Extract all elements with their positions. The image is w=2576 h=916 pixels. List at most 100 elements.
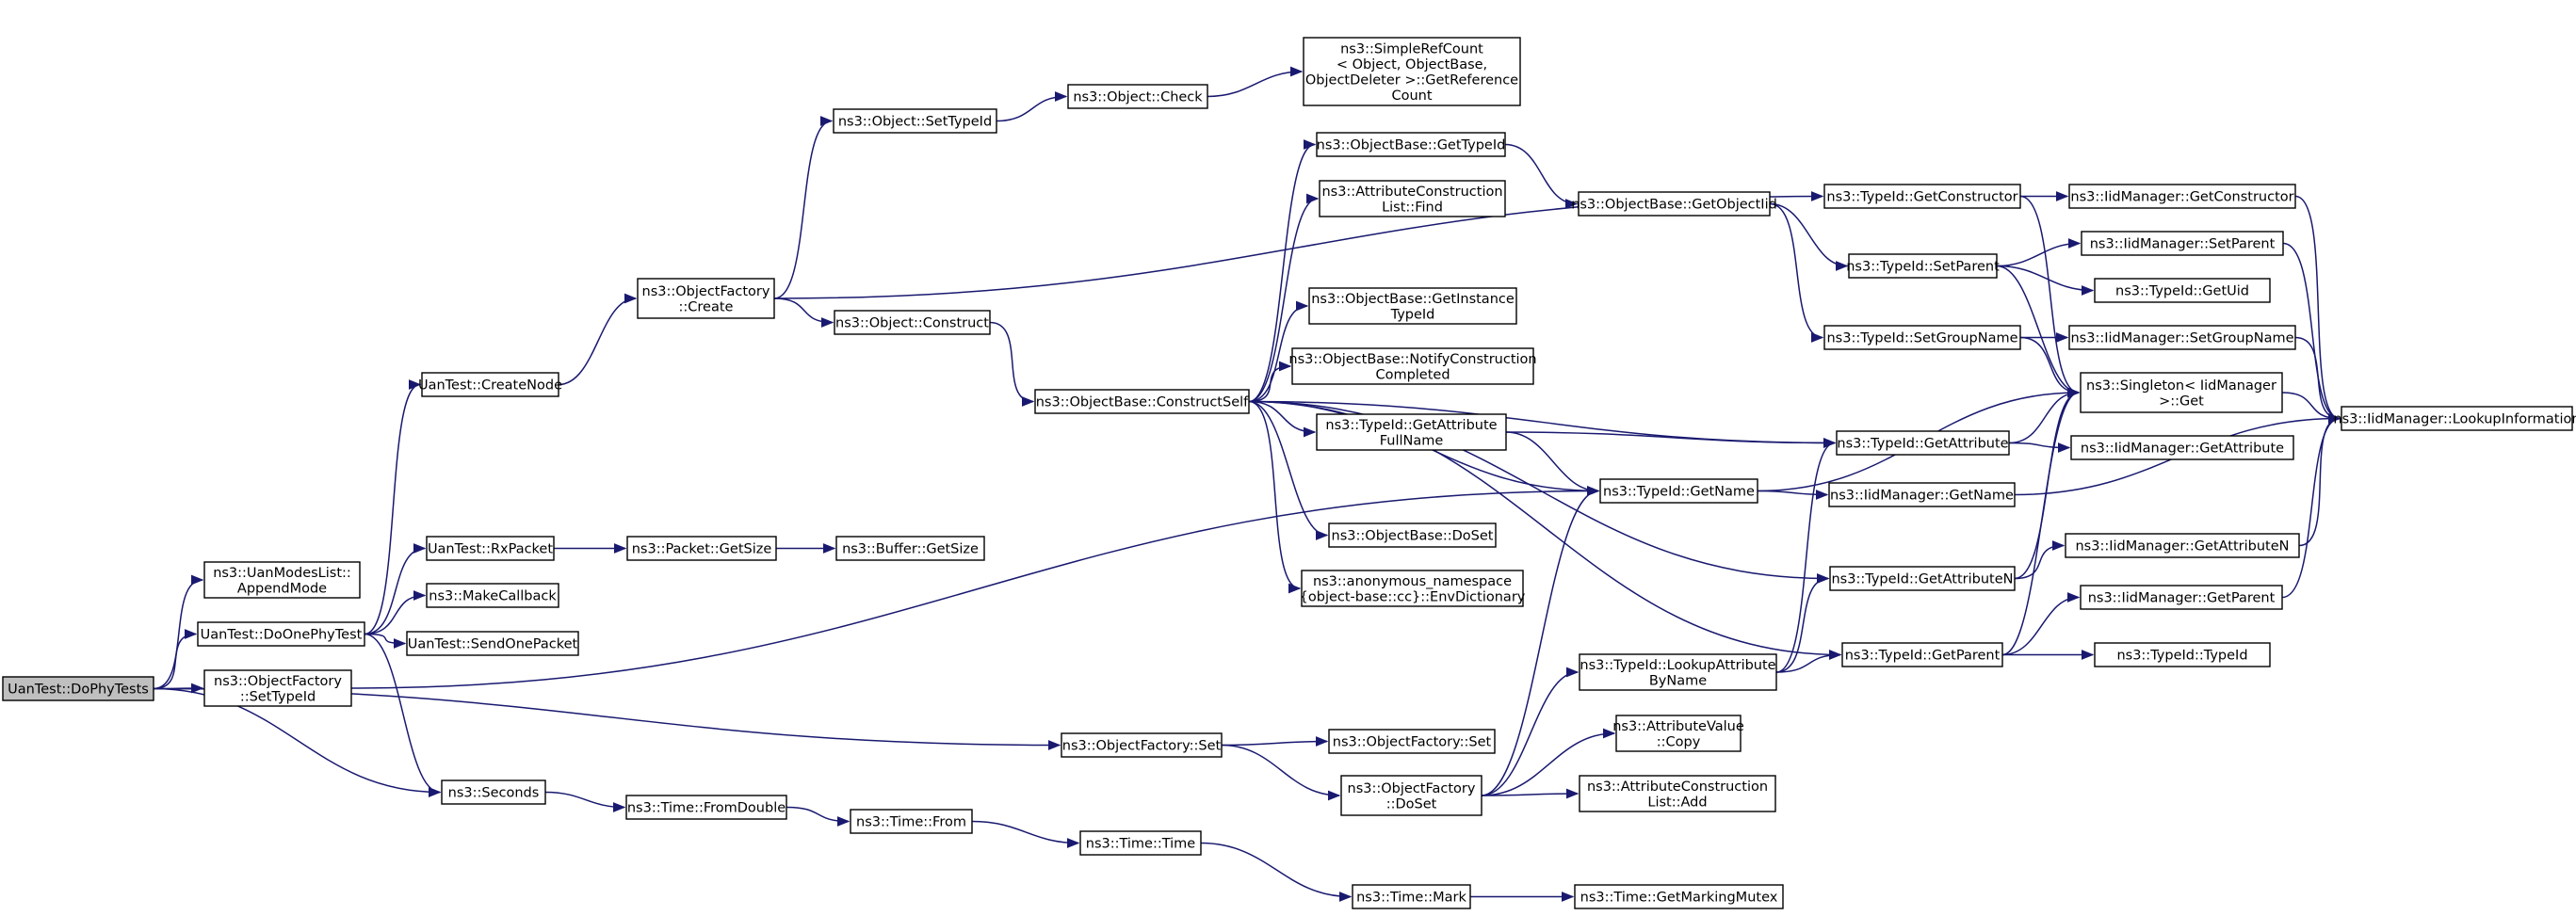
node-getattribute[interactable]: ns3::TypeId::GetAttribute [1836,430,2010,456]
node-label: ns3::TypeId::TypeId [2116,649,2247,664]
node-label: ns3::Singleton< IidManager [2086,378,2276,394]
node-label: ns3::TypeId::GetUid [2115,284,2249,299]
node-obdoset[interactable]: ns3::ObjectBase::DoSet [1328,522,1497,548]
edge-constructself-to-envdict [1248,400,1302,594]
node-ofcreate[interactable]: ns3::ObjectFactory::Create [637,278,775,319]
node-buffergetsize[interactable]: ns3::Buffer::GetSize [835,536,985,561]
node-singletonget[interactable]: ns3::Singleton< IidManager>::Get [2080,372,2283,413]
node-iidgetattributen[interactable]: ns3::IidManager::GetAttributeN [2065,533,2300,558]
node-box [2068,325,2296,350]
node-label: ns3::Object::SetTypeId [838,115,992,130]
node-getparent[interactable]: ns3::TypeId::GetParent [1841,642,2003,667]
node-constructself[interactable]: ns3::ObjectBase::ConstructSelf [1034,389,1250,414]
edge-constructself-to-obdoset [1248,400,1329,540]
edge-getconstructor-to-singletonget [2019,195,2081,398]
node-timetime[interactable]: ns3::Time::Time [1079,830,1202,856]
node-label: ns3::Packet::GetSize [632,542,772,557]
node-setparent[interactable]: ns3::TypeId::SetParent [1846,253,2000,279]
node-box [1615,715,1742,752]
node-markingmutex[interactable]: ns3::Time::GetMarkingMutex [1574,884,1784,909]
node-label: ns3::IidManager::GetAttribute [2081,442,2284,457]
node-box [1352,884,1471,909]
node-getconstructor[interactable]: ns3::TypeId::GetConstructor [1823,184,2021,209]
node-box [625,795,787,820]
edge-ofset-to-ofdoset [1221,744,1341,801]
node-objcheck[interactable]: ns3::Object::Check [1067,84,1208,109]
node-ofset2[interactable]: ns3::ObjectFactory::Set [1328,729,1496,754]
node-objsettypeid[interactable]: ns3::Object::SetTypeId [833,108,997,134]
node-createnode[interactable]: UanTest::CreateNode [418,372,562,397]
node-objconstruct[interactable]: ns3::Object::Construct [834,310,991,335]
node-label: ns3::ObjectBase::GetInstance [1311,292,1515,307]
edge-dophy-to-appendmode [153,574,204,690]
node-box [2,676,154,701]
node-box [421,372,559,397]
node-iidgetparent[interactable]: ns3::IidManager::GetParent [2080,585,2283,610]
node-label: ns3::Seconds [448,786,540,801]
node-appendmode[interactable]: ns3::UanModesList::AppendMode [203,561,361,599]
node-label: ns3::Time::GetMarkingMutex [1580,891,1778,906]
node-label: ns3::ObjectBase::NotifyConstruction [1288,352,1536,367]
node-box [626,536,777,561]
node-avcopy[interactable]: ns3::AttributeValue::Copy [1612,715,1744,752]
node-obgettypeid[interactable]: ns3::ObjectBase::GetTypeId [1316,132,1506,157]
edge-lookupattr-to-getattribute [1775,438,1837,673]
edge-getobjectiid-to-setgroupname [1769,202,1824,343]
node-getname[interactable]: ns3::TypeId::GetName [1599,478,1758,504]
node-getsize[interactable]: ns3::Packet::GetSize [626,536,777,561]
node-seconds[interactable]: ns3::Seconds [441,779,546,805]
node-envdict[interactable]: ns3::anonymous_namespace{object-base::cc… [1300,570,1526,607]
node-rxpacket[interactable]: UanTest::RxPacket [426,536,555,561]
node-makecallback[interactable]: ns3::MakeCallback [426,583,559,608]
edge-ofdoset-to-aclistadd [1481,788,1580,799]
node-getobjectiid[interactable]: ns3::ObjectBase::GetObjectIid [1571,191,1777,217]
node-label: ns3::TypeId::GetAttribute [1837,437,2008,452]
node-simplerefcount[interactable]: ns3::SimpleRefCount< Object, ObjectBase,… [1303,37,1521,106]
node-timemark[interactable]: ns3::Time::Mark [1352,884,1471,909]
node-label: ::Copy [1657,734,1701,749]
node-ofset[interactable]: ns3::ObjectFactory::Set [1061,732,1223,758]
node-getuid[interactable]: ns3::TypeId::GetUid [2094,278,2271,303]
node-label: ns3::ObjectFactory [642,284,770,299]
node-lookupinfo[interactable]: ns3::IidManager::LookupInformation [2333,406,2576,431]
node-box [2094,278,2271,303]
node-box [1328,729,1496,754]
node-getattributen[interactable]: ns3::TypeId::GetAttributeN [1829,566,2016,591]
node-label: ns3::AttributeConstruction [1587,779,1768,795]
node-settypeid[interactable]: ns3::ObjectFactory::SetTypeId [203,669,352,707]
node-typeidtypeid[interactable]: ns3::TypeId::TypeId [2094,642,2271,667]
node-box [1301,570,1524,607]
node-label: ns3::ObjectBase::ConstructSelf [1036,395,1249,410]
node-label: ns3::TypeId::GetAttributeN [1831,572,2013,587]
node-setgroupname[interactable]: ns3::TypeId::SetGroupName [1823,325,2021,350]
node-fromdouble[interactable]: ns3::Time::FromDouble [625,795,787,820]
node-label: ns3::ObjectBase::GetObjectIid [1571,198,1777,213]
node-notifyconstruction[interactable]: ns3::ObjectBase::NotifyConstructionCompl… [1288,347,1537,385]
node-label: ns3::IidManager::LookupInformation [2333,412,2576,427]
node-iidgetattribute[interactable]: ns3::IidManager::GetAttribute [2070,435,2294,460]
node-iidgetconstructor[interactable]: ns3::IidManager::GetConstructor [2068,184,2296,209]
edge-ofcreate-to-objsettypeid [773,116,834,299]
node-dophy[interactable]: UanTest::DoPhyTests [2,676,154,701]
node-label: ns3::Time::Mark [1356,891,1466,906]
edge-doonephy-to-makecallback [364,590,427,635]
node-iidgetname[interactable]: ns3::IidManager::GetName [1828,482,2016,507]
node-box [1828,482,2016,507]
nodes-layer: UanTest::DoPhyTests ns3::UanModesList::Ap… [2,37,2576,909]
node-sendone[interactable]: UanTest::SendOnePacket [406,631,579,656]
node-label: ByName [1649,673,1707,688]
node-timefrom[interactable]: ns3::Time::From [850,809,973,834]
edge-doonephy-to-sendone [364,633,407,649]
node-iidsetgroupname[interactable]: ns3::IidManager::SetGroupName [2068,325,2296,350]
node-label: {object-base::cc}::EnvDictionary [1300,589,1526,604]
node-ofdoset[interactable]: ns3::ObjectFactory::DoSet [1340,775,1482,816]
node-box [2081,231,2284,256]
node-label: ns3::ObjectFactory::Set [1333,735,1492,750]
node-doonephy[interactable]: UanTest::DoOnePhyTest [197,621,365,647]
node-iidsetparent[interactable]: ns3::IidManager::SetParent [2081,231,2284,256]
